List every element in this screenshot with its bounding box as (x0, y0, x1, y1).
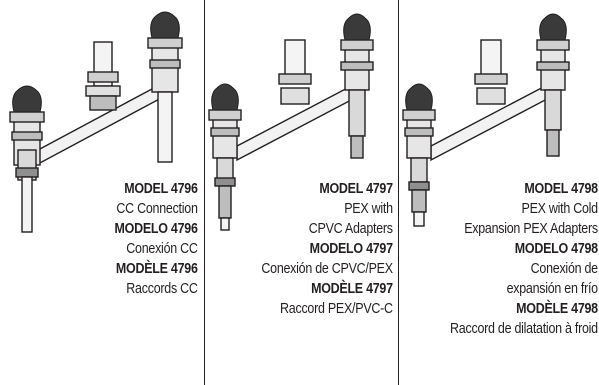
caption-line: MODÈLE 4798 (516, 301, 598, 317)
model-4798-panel: MODEL 4798 PEX with Cold Expansion PEX A… (399, 0, 599, 385)
caption-line: MODEL 4796 (124, 181, 199, 197)
model-4796-panel: MODEL 4796 CC Connection MODELO 4796 Con… (0, 0, 204, 385)
model-4797-panel: MODEL 4797 PEX with CPVC Adapters MODELO… (205, 0, 398, 385)
caption-line: Raccords CC (126, 281, 199, 297)
valve-4798-illustration (402, 13, 570, 227)
caption-line: Conexión de (530, 261, 598, 277)
caption-line: PEX with Cold (521, 201, 599, 217)
caption-line: Raccord de dilatation à froid (450, 321, 598, 337)
caption-line: Expansion PEX Adapters (464, 221, 598, 237)
caption-line: MODELO 4798 (514, 241, 598, 257)
caption-line: expansión en frío (506, 281, 599, 297)
caption-line: MODÈLE 4797 (311, 281, 393, 297)
model-4797-caption: MODEL 4797 PEX with CPVC Adapters MODELO… (261, 179, 394, 319)
model-4798-caption: MODEL 4798 PEX with Cold Expansion PEX A… (450, 179, 598, 339)
caption-line: CC Connection (116, 201, 198, 217)
caption-line: MODEL 4797 (319, 181, 394, 197)
panel-divider (398, 0, 399, 385)
caption-line: CPVC Adapters (309, 221, 393, 237)
caption-line: MODÈLE 4796 (116, 261, 198, 277)
caption-line: MODELO 4796 (114, 221, 198, 237)
caption-line: Conexión de CPVC/PEX (261, 261, 394, 277)
caption-line: Conexión CC (126, 241, 199, 257)
caption-line: Raccord PEX/PVC-C (280, 301, 393, 317)
valve-4797-illustration (208, 13, 374, 231)
model-4796-caption: MODEL 4796 CC Connection MODELO 4796 Con… (115, 179, 198, 299)
panel-divider (204, 0, 205, 385)
valve-4796-illustration (9, 11, 183, 233)
caption-line: MODEL 4798 (524, 181, 599, 197)
caption-line: MODELO 4797 (309, 241, 393, 257)
caption-line: PEX with (344, 201, 393, 217)
